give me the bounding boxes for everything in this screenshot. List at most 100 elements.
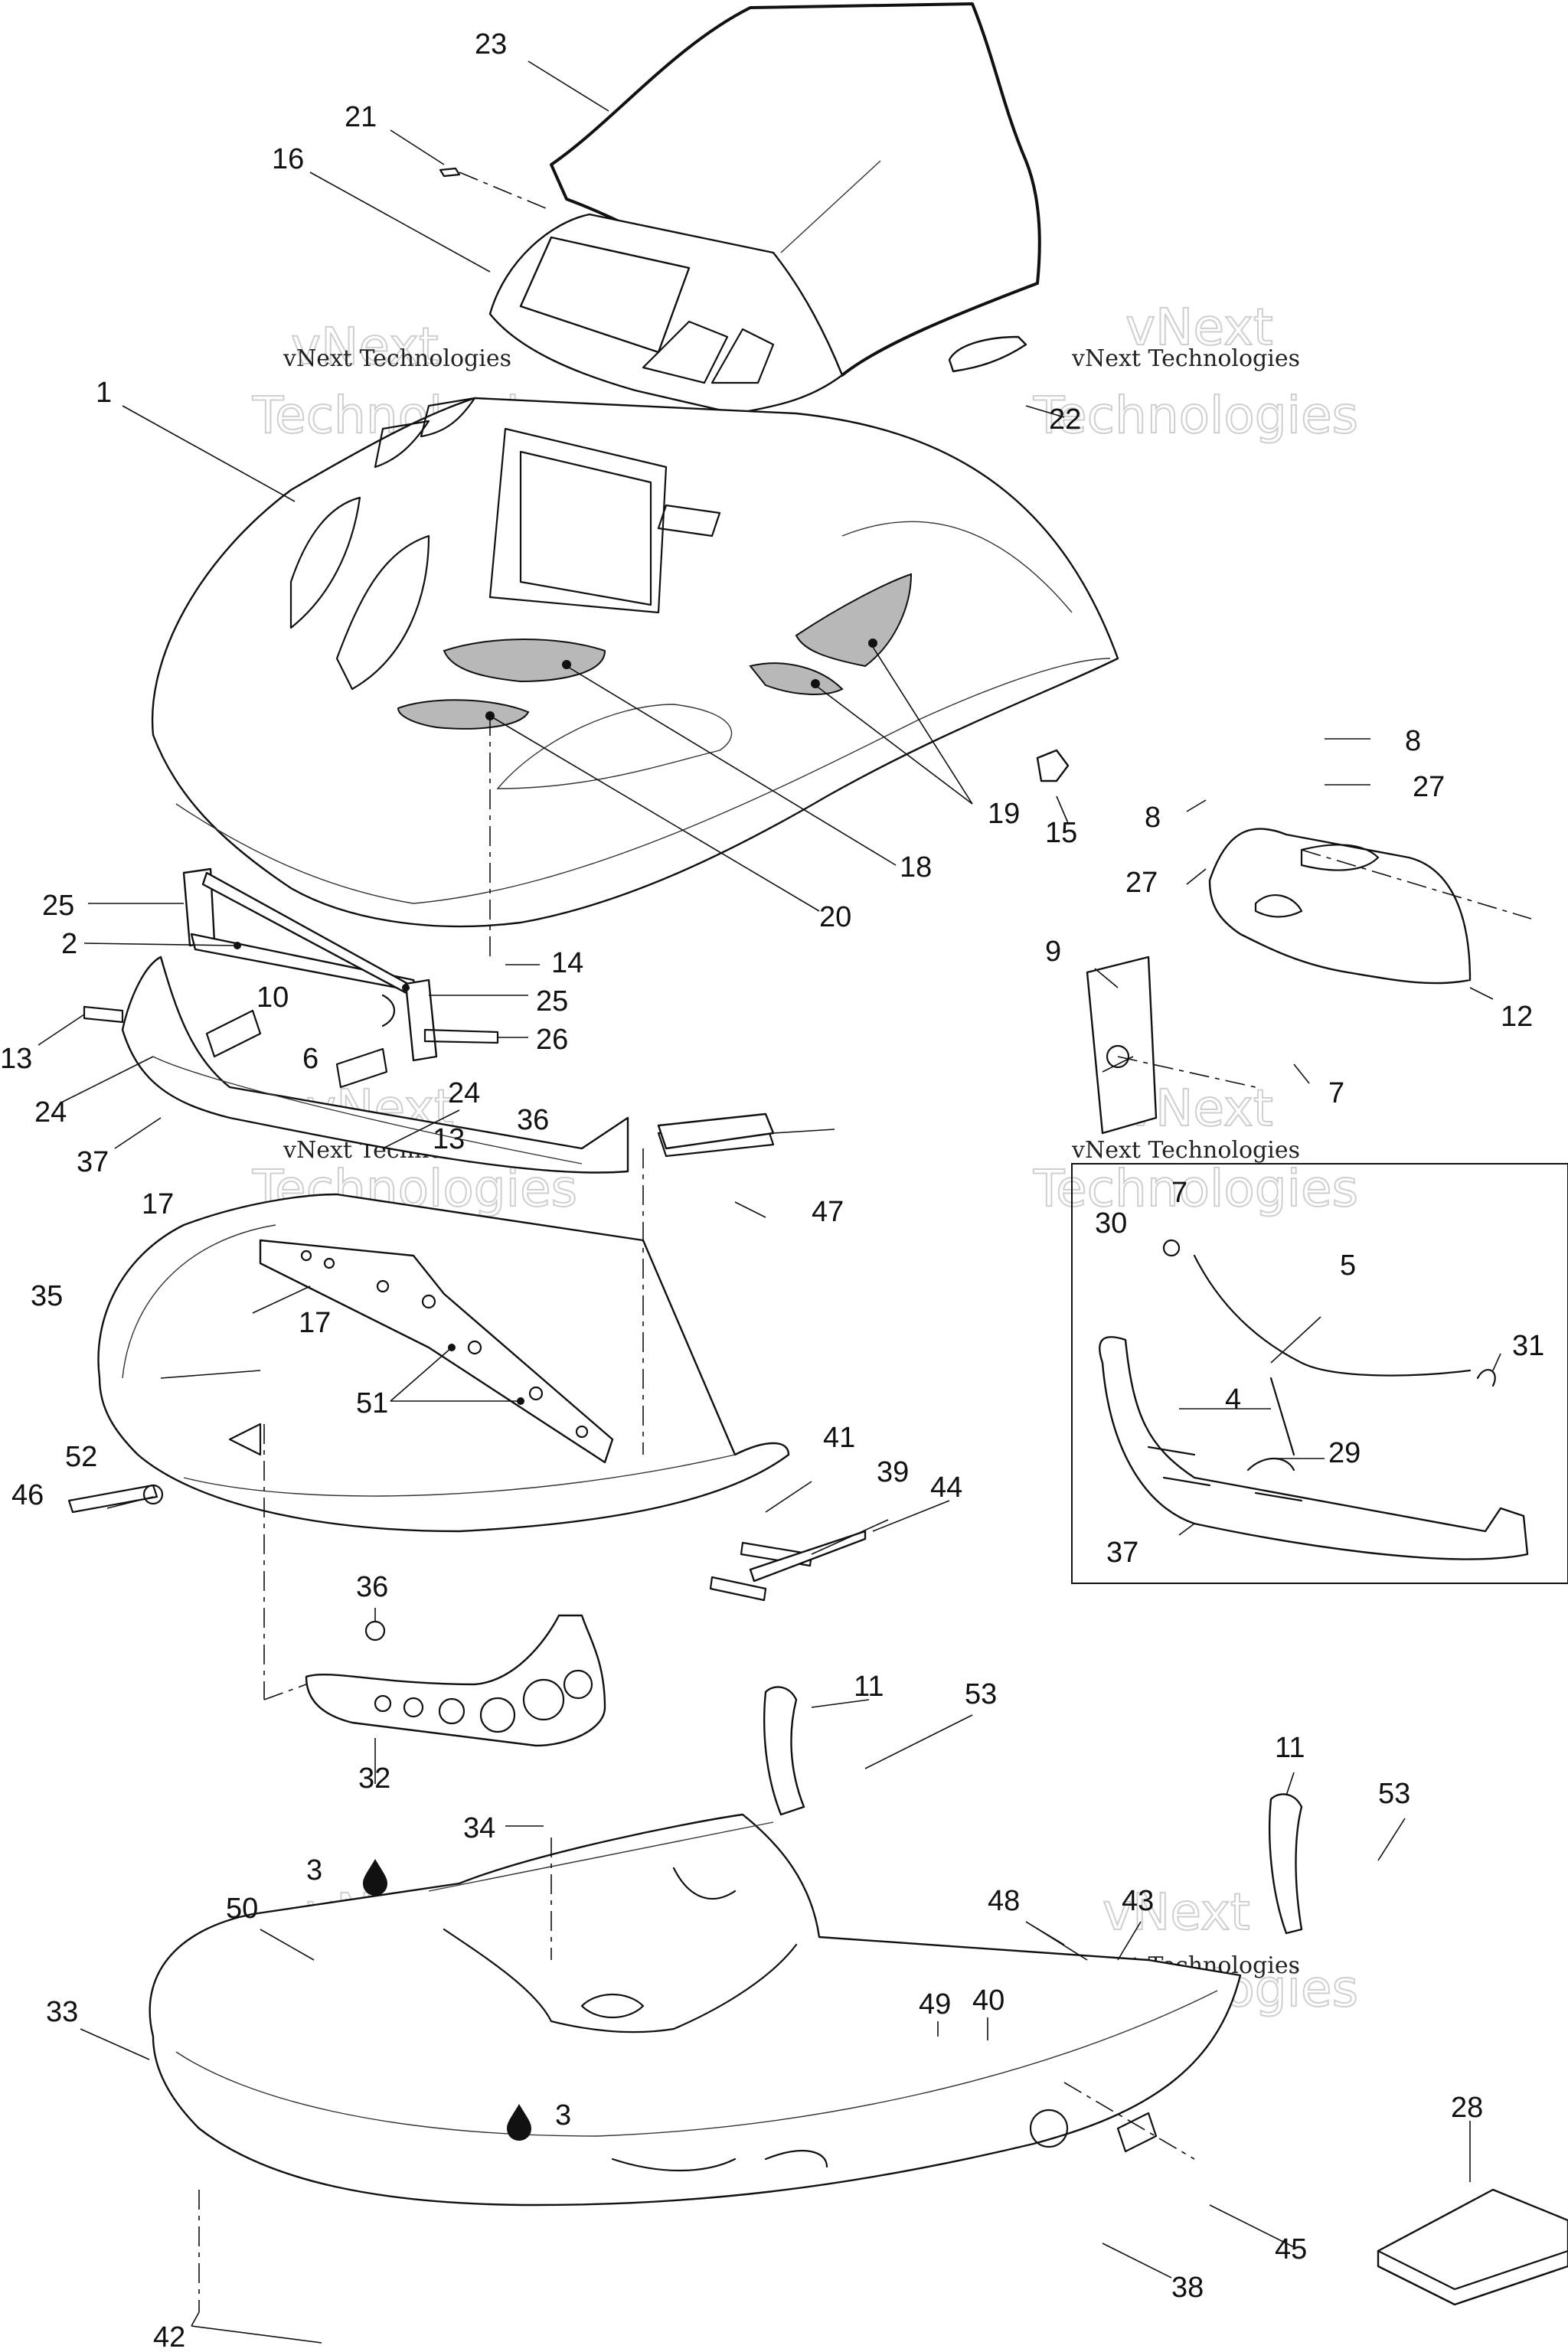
callout-28: 28 <box>1451 2092 1483 2124</box>
callout-37a: 37 <box>77 1146 109 1178</box>
decal-pad <box>443 639 606 683</box>
callout-29: 29 <box>1328 1437 1361 1469</box>
callout-6: 6 <box>302 1043 318 1075</box>
callout-5: 5 <box>1340 1250 1356 1282</box>
watermark-top-right: Technologies vNext vNext Technologies <box>1032 297 1359 446</box>
callout-9: 9 <box>1045 936 1061 968</box>
callout-34: 34 <box>463 1812 495 1844</box>
callout-25b: 25 <box>536 985 568 1018</box>
hood <box>151 397 1119 928</box>
callout-30: 30 <box>1095 1207 1127 1240</box>
callout-18: 18 <box>900 851 932 884</box>
callout-11a: 11 <box>854 1671 884 1703</box>
oil-drop-icon <box>507 2104 531 2141</box>
part-21-screw <box>439 167 461 178</box>
side-panel-9 <box>1086 956 1158 1135</box>
callout-17b: 17 <box>299 1307 331 1339</box>
callout-13a: 13 <box>0 1043 32 1075</box>
part-28-box <box>1377 2188 1568 2306</box>
callout-31: 31 <box>1512 1330 1544 1362</box>
callout-21: 21 <box>345 101 377 133</box>
callout-12: 12 <box>1501 1001 1533 1033</box>
callout-38: 38 <box>1171 2272 1204 2304</box>
callout-labels: 23 21 16 1 22 19 15 18 20 8 8 27 27 25 2… <box>0 28 1544 2352</box>
watermark-big-text: vNext <box>1102 1883 1250 1942</box>
callout-52: 52 <box>65 1441 97 1473</box>
watermark-big-text: Technologies <box>1033 1159 1358 1218</box>
callout-48: 48 <box>988 1885 1020 1917</box>
callout-8a: 8 <box>1405 725 1421 757</box>
oil-drop-icon <box>363 1859 387 1896</box>
callout-53b: 53 <box>1378 1778 1410 1810</box>
part-11-handle-right <box>1269 1793 1303 1935</box>
callout-40: 40 <box>972 1984 1004 2017</box>
callout-15: 15 <box>1045 817 1077 849</box>
callout-2: 2 <box>61 928 77 960</box>
callout-44: 44 <box>930 1472 962 1504</box>
callout-41: 41 <box>823 1422 855 1454</box>
callout-37b: 37 <box>1106 1537 1138 1569</box>
part-11-handle-left <box>763 1686 805 1816</box>
part-39-bolt <box>740 1541 813 1567</box>
tunnel-brace <box>305 1614 606 1747</box>
inset-box <box>1071 1163 1568 1584</box>
dashed-center-lines <box>198 172 1532 2312</box>
callout-43: 43 <box>1122 1885 1154 1917</box>
decal-pad <box>795 573 913 668</box>
watermark-text: vNext Technologies <box>283 345 511 372</box>
bumper-upper <box>121 956 775 1174</box>
part-44-strip <box>749 1530 867 1583</box>
rear-cover <box>1208 828 1472 985</box>
callout-53a: 53 <box>965 1678 997 1710</box>
callout-3a: 3 <box>306 1854 322 1886</box>
bumper-lower <box>97 1193 790 1533</box>
part-47-strip <box>657 1112 775 1150</box>
callout-26: 26 <box>536 1024 568 1056</box>
callout-32: 32 <box>358 1762 390 1795</box>
part-15-clip <box>1036 749 1070 782</box>
part-13-bolt <box>83 1005 124 1024</box>
inset-bumper <box>1099 1239 1529 1560</box>
watermark-text: vNext Technologies <box>1071 345 1300 372</box>
watermark-text: vNext Technologies <box>1071 1137 1300 1164</box>
support-bracket-assembly <box>182 867 438 1062</box>
part-52-washer <box>142 1484 164 1505</box>
decal-pad <box>397 699 530 730</box>
callout-27b: 27 <box>1125 867 1158 899</box>
decal-pad <box>749 662 844 695</box>
callout-51: 51 <box>356 1387 388 1419</box>
callout-22: 22 <box>1049 403 1081 436</box>
callout-27a: 27 <box>1413 771 1445 803</box>
callout-10: 10 <box>256 982 289 1014</box>
callout-25a: 25 <box>42 890 74 922</box>
callout-19: 19 <box>988 798 1020 830</box>
callout-14: 14 <box>551 947 583 979</box>
callout-46: 46 <box>11 1479 44 1511</box>
callout-36a: 36 <box>517 1104 549 1136</box>
callout-1: 1 <box>96 377 112 409</box>
part-46-bolt <box>67 1484 158 1514</box>
callout-47: 47 <box>812 1196 844 1228</box>
callout-7a: 7 <box>1328 1077 1344 1109</box>
callout-20: 20 <box>819 901 851 933</box>
callout-33: 33 <box>46 1996 78 2028</box>
callout-24a: 24 <box>448 1077 480 1109</box>
callout-17a: 17 <box>142 1188 174 1220</box>
watermark-big-text: vNext <box>1125 298 1273 357</box>
callout-39: 39 <box>877 1456 909 1488</box>
callout-4: 4 <box>1225 1383 1241 1416</box>
watermark-mid-right: Technologies vNext vNext Technologies <box>1032 1078 1359 1219</box>
watermark-big-text: Technologies <box>1033 386 1358 445</box>
callout-23: 23 <box>475 28 507 60</box>
part-26-bolt <box>423 1028 499 1044</box>
callout-35: 35 <box>31 1280 63 1312</box>
callout-42: 42 <box>153 2321 185 2352</box>
callout-50: 50 <box>226 1893 258 1925</box>
part-41-bolt <box>709 1576 767 1602</box>
callout-8b: 8 <box>1145 802 1161 834</box>
callout-13b: 13 <box>433 1123 465 1155</box>
console-panel <box>488 213 844 415</box>
callout-3b: 3 <box>555 2099 571 2132</box>
callout-11b: 11 <box>1275 1732 1305 1764</box>
